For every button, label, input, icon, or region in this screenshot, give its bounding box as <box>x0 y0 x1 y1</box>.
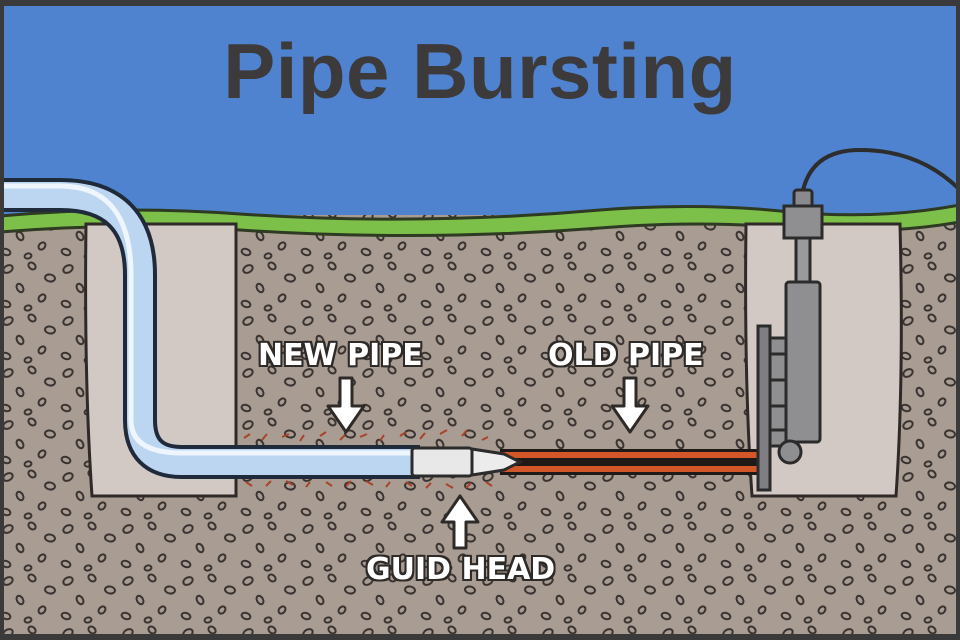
arrow-new-pipe <box>326 376 366 434</box>
pulling-machine <box>756 147 960 492</box>
diagram-title: Pipe Bursting <box>223 27 737 115</box>
old-pipe-label: OLD PIPE <box>548 338 704 373</box>
guide-head-label: GUID HEAD <box>366 552 556 587</box>
grass-line <box>0 203 960 238</box>
new-pipe-label: NEW PIPE <box>258 338 423 373</box>
arrow-guide-head <box>440 494 480 550</box>
arrow-old-pipe <box>610 376 650 434</box>
bursting-head <box>410 446 524 478</box>
hydraulic-hose <box>800 147 960 196</box>
burst-fragments <box>243 429 493 489</box>
old-pipe <box>500 449 758 475</box>
new-pipe <box>0 182 420 475</box>
